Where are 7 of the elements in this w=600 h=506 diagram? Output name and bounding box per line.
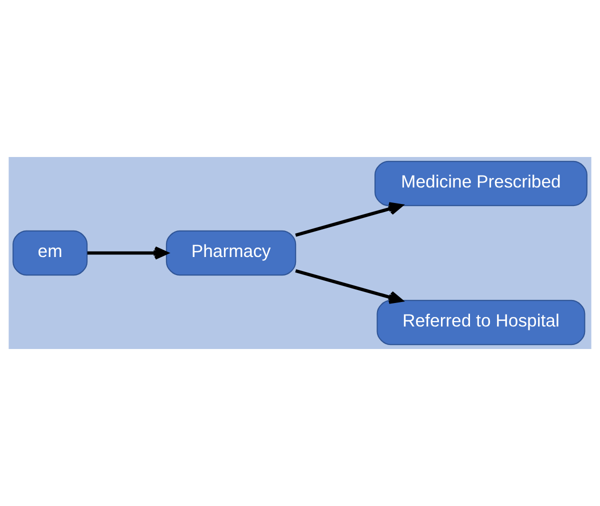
arrow [295,202,403,237]
node-box: Pharmacy [166,230,296,276]
node-box: Medicine Prescribed [374,160,588,206]
arrow [87,246,168,260]
node-box: Referred to Hospital [376,300,586,346]
node-box: em [12,230,88,276]
arrow [295,269,403,304]
